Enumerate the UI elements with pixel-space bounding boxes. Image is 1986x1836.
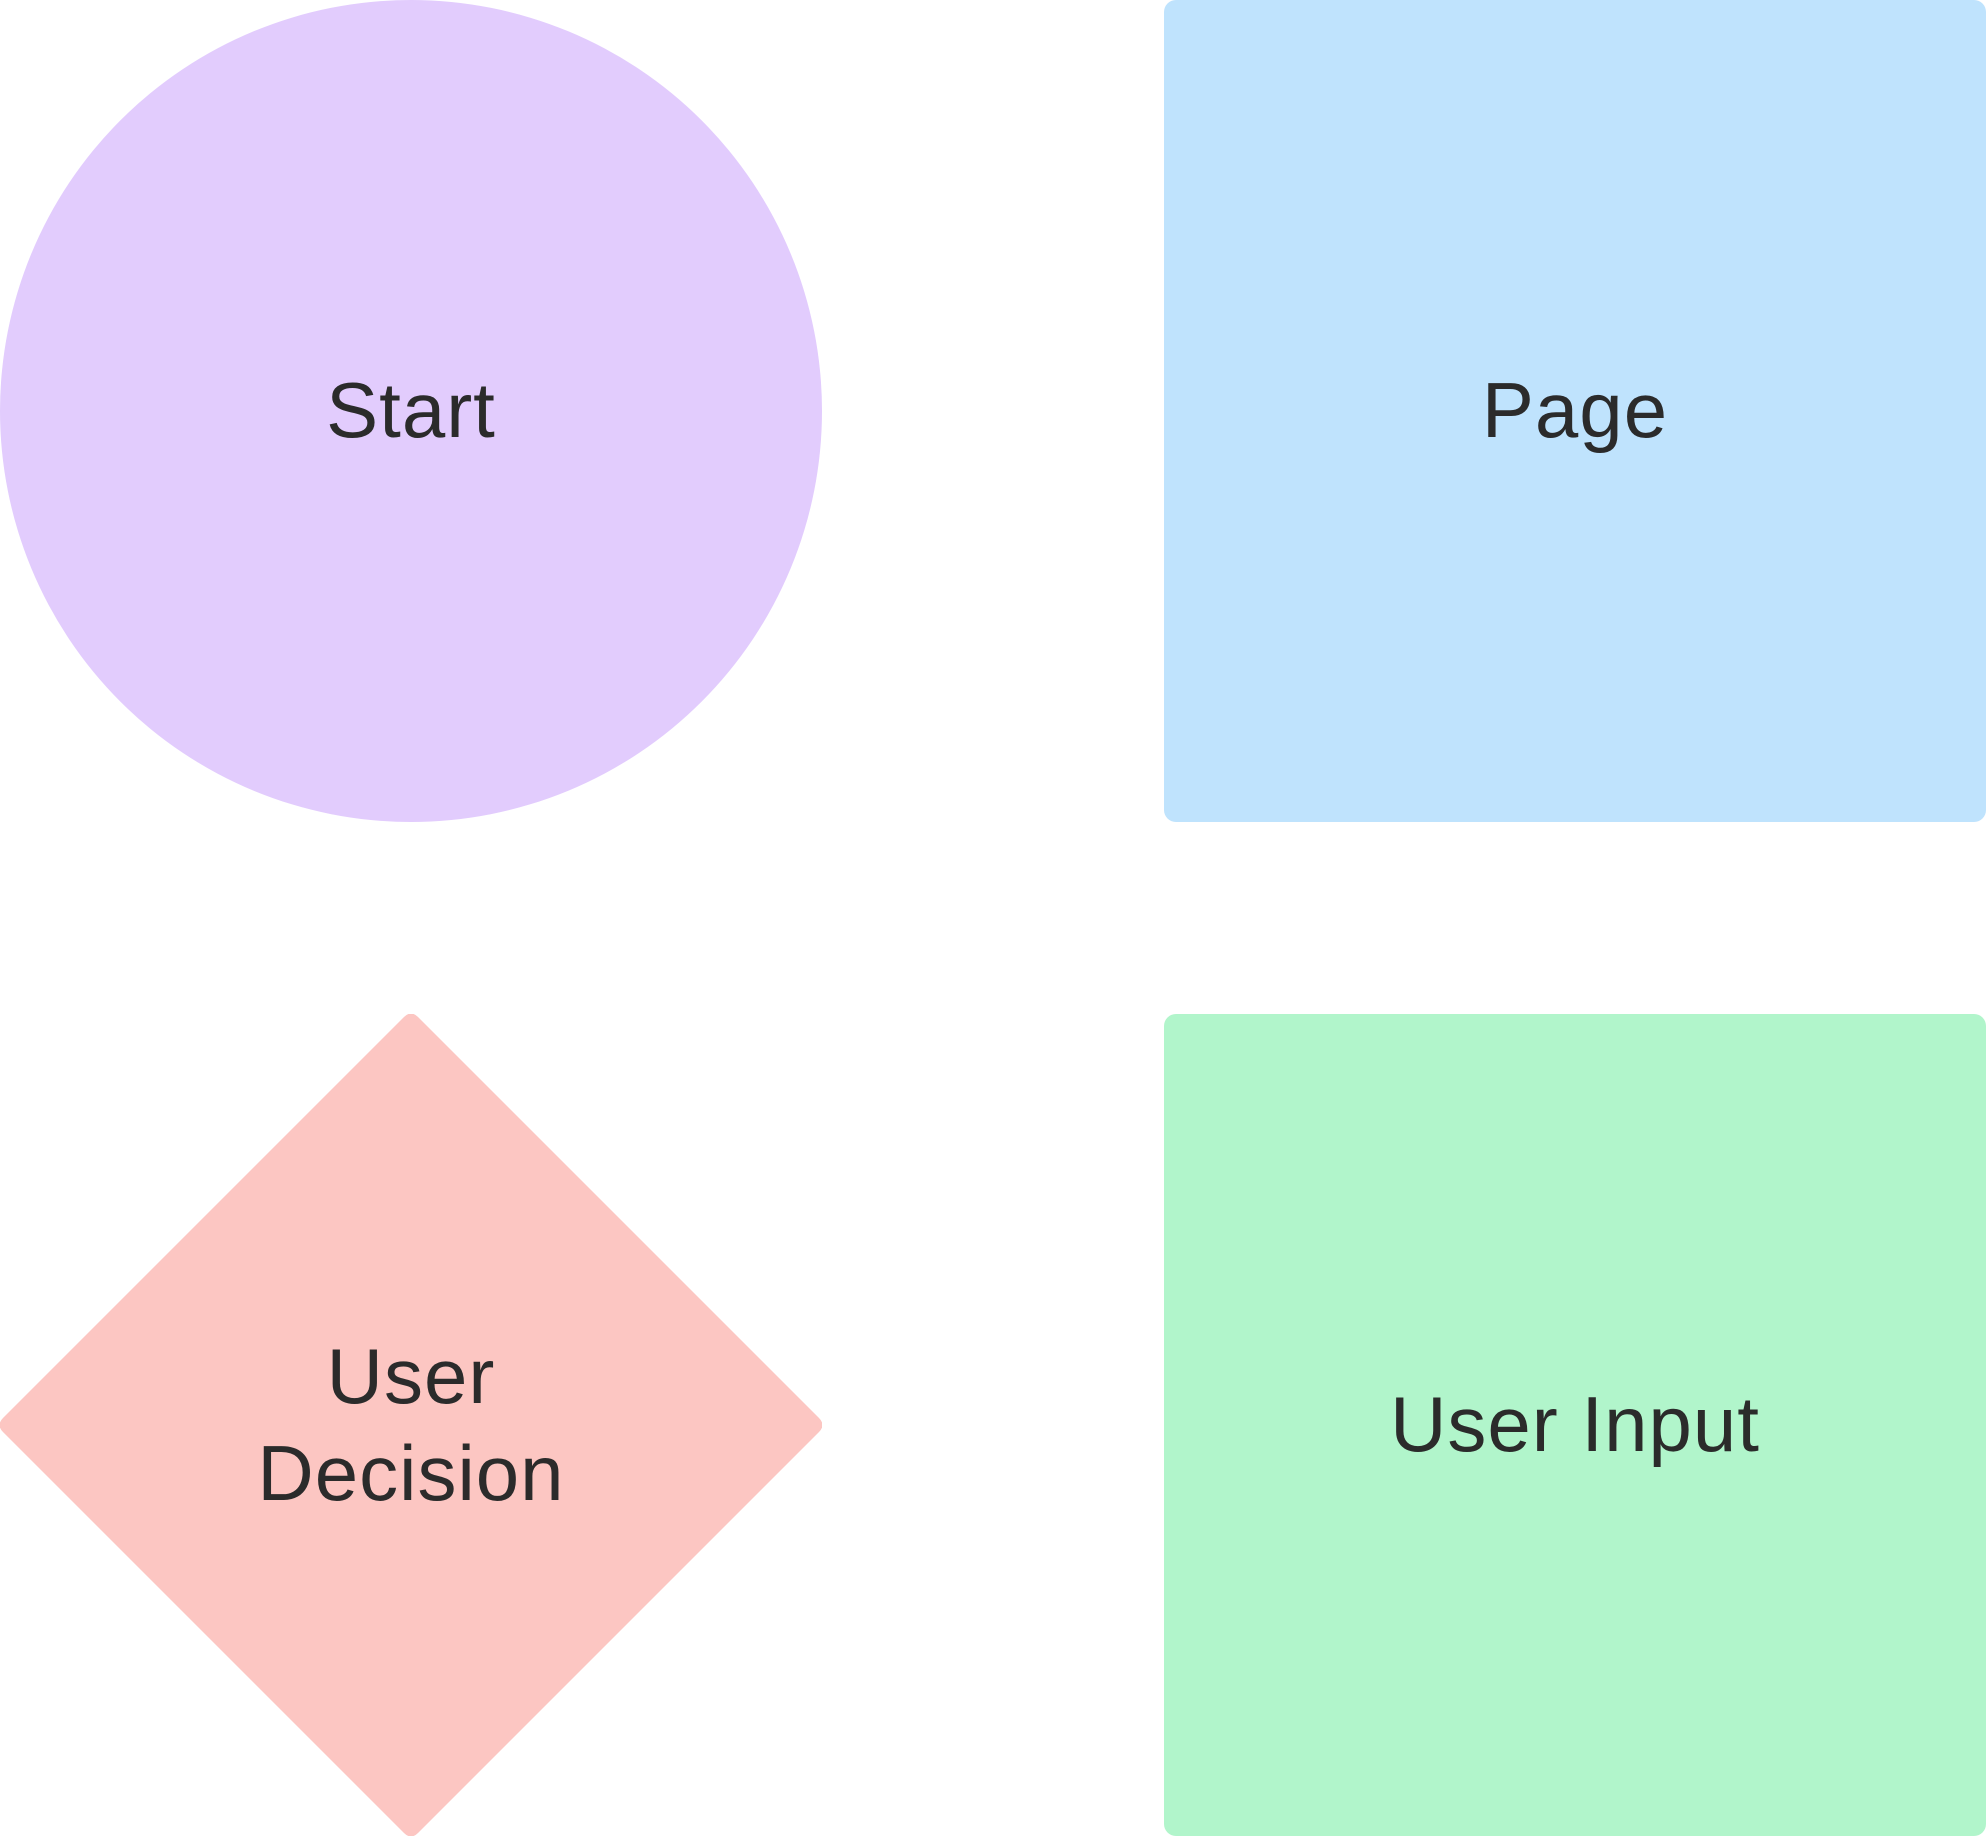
decision-node[interactable]: User Decision <box>0 1014 822 1836</box>
start-node[interactable]: Start <box>0 0 822 822</box>
page-node-label: Page <box>1481 366 1669 455</box>
start-node-label: Start <box>326 366 496 455</box>
user-input-node-label: User Input <box>1390 1380 1760 1469</box>
page-node[interactable]: Page <box>1164 0 1986 822</box>
decision-label-line1: User <box>326 1331 496 1420</box>
decision-diamond-shape <box>0 1014 822 1836</box>
user-input-node[interactable]: User Input <box>1164 1014 1986 1836</box>
decision-label-line2: Decision <box>257 1429 565 1517</box>
decision-node-label: User Decision <box>0 1014 822 1836</box>
